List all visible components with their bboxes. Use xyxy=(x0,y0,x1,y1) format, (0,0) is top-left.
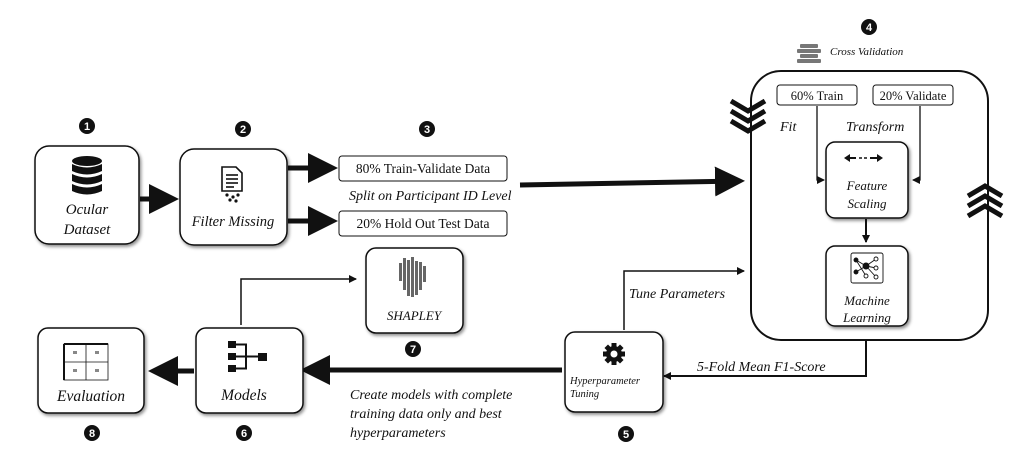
arrow-tune-parameters xyxy=(623,267,745,330)
step-1-badge xyxy=(79,118,95,134)
machine-learning-label-1: Machine xyxy=(843,293,890,308)
step-5-number: 5 xyxy=(623,429,629,441)
neural-network-icon xyxy=(850,252,884,284)
models-caption-2: training data only and best xyxy=(350,407,503,422)
cv-validate-box xyxy=(872,84,954,106)
double-chevron-icon xyxy=(729,98,767,134)
filter-missing-label: Filter Missing xyxy=(191,214,275,230)
hyperparameter-label-1: Hyperparameter xyxy=(569,376,641,387)
document-filter-icon xyxy=(221,166,243,203)
cv-validate-label: 20% Validate xyxy=(880,89,947,103)
hierarchy-icon xyxy=(228,341,267,372)
step-6-number: 6 xyxy=(241,428,247,440)
hyperparameter-label-2: Tuning xyxy=(570,389,599,400)
split-caption: Split on Participant ID Level xyxy=(349,189,512,204)
f1-score-label: 5-Fold Mean F1-Score xyxy=(697,360,826,375)
database-icon xyxy=(72,156,102,195)
stack-layers-icon xyxy=(797,44,821,63)
double-chevron-icon xyxy=(966,183,1004,219)
gear-wrench-icon xyxy=(603,343,625,365)
models-box xyxy=(195,327,304,414)
ocular-dataset-box xyxy=(34,145,140,245)
step-3-number: 3 xyxy=(424,124,430,136)
cross-validation-title: Cross Validation xyxy=(830,46,904,58)
hyperparameter-tuning-box xyxy=(564,331,664,413)
feature-scaling-label-2: Scaling xyxy=(848,196,887,211)
step-7-badge xyxy=(405,341,421,357)
arrow-models-to-shapley xyxy=(240,275,357,325)
holdout-box xyxy=(338,210,508,237)
step-2-badge xyxy=(235,121,251,137)
cv-train-label: 60% Train xyxy=(791,89,844,103)
models-caption-1: Create models with complete xyxy=(350,388,512,403)
shapley-box xyxy=(365,247,464,334)
step-3-badge xyxy=(419,121,435,137)
train-validate-label: 80% Train-Validate Data xyxy=(356,161,490,176)
shapley-label: SHAPLEY xyxy=(387,308,443,323)
step-4-number: 4 xyxy=(866,22,873,34)
arrow-scale-icon xyxy=(844,154,883,162)
ocular-dataset-label-1: Ocular xyxy=(66,202,109,218)
arrow-f1-feedback xyxy=(663,326,867,380)
models-label: Models xyxy=(220,387,267,404)
step-8-badge xyxy=(84,425,100,441)
arrow-fit xyxy=(816,106,825,184)
step-8-number: 8 xyxy=(89,428,95,440)
step-7-number: 7 xyxy=(410,344,416,356)
confusion-matrix-icon xyxy=(63,343,109,381)
arrow-transform xyxy=(912,106,921,184)
models-caption-3: hyperparameters xyxy=(350,426,446,441)
step-5-badge xyxy=(618,426,634,442)
train-validate-box xyxy=(338,155,508,182)
transform-label: Transform xyxy=(846,120,904,135)
step-6-badge xyxy=(236,425,252,441)
feature-scaling-label-1: Feature xyxy=(846,178,888,193)
machine-learning-label-2: Learning xyxy=(842,310,891,325)
evaluation-label: Evaluation xyxy=(56,388,125,405)
arrow-split-to-cv xyxy=(519,166,745,197)
ocular-dataset-label-2: Dataset xyxy=(63,222,111,238)
step-2-number: 2 xyxy=(240,124,246,136)
cv-train-box xyxy=(776,84,858,106)
tune-parameters-label: Tune Parameters xyxy=(629,287,726,302)
step-1-number: 1 xyxy=(84,121,90,133)
feature-scaling-box xyxy=(825,141,909,219)
shapley-bars-icon xyxy=(399,257,426,297)
step-4-badge xyxy=(861,19,877,35)
fit-label: Fit xyxy=(779,120,797,135)
machine-learning-box xyxy=(825,245,909,327)
holdout-label: 20% Hold Out Test Data xyxy=(356,216,489,231)
